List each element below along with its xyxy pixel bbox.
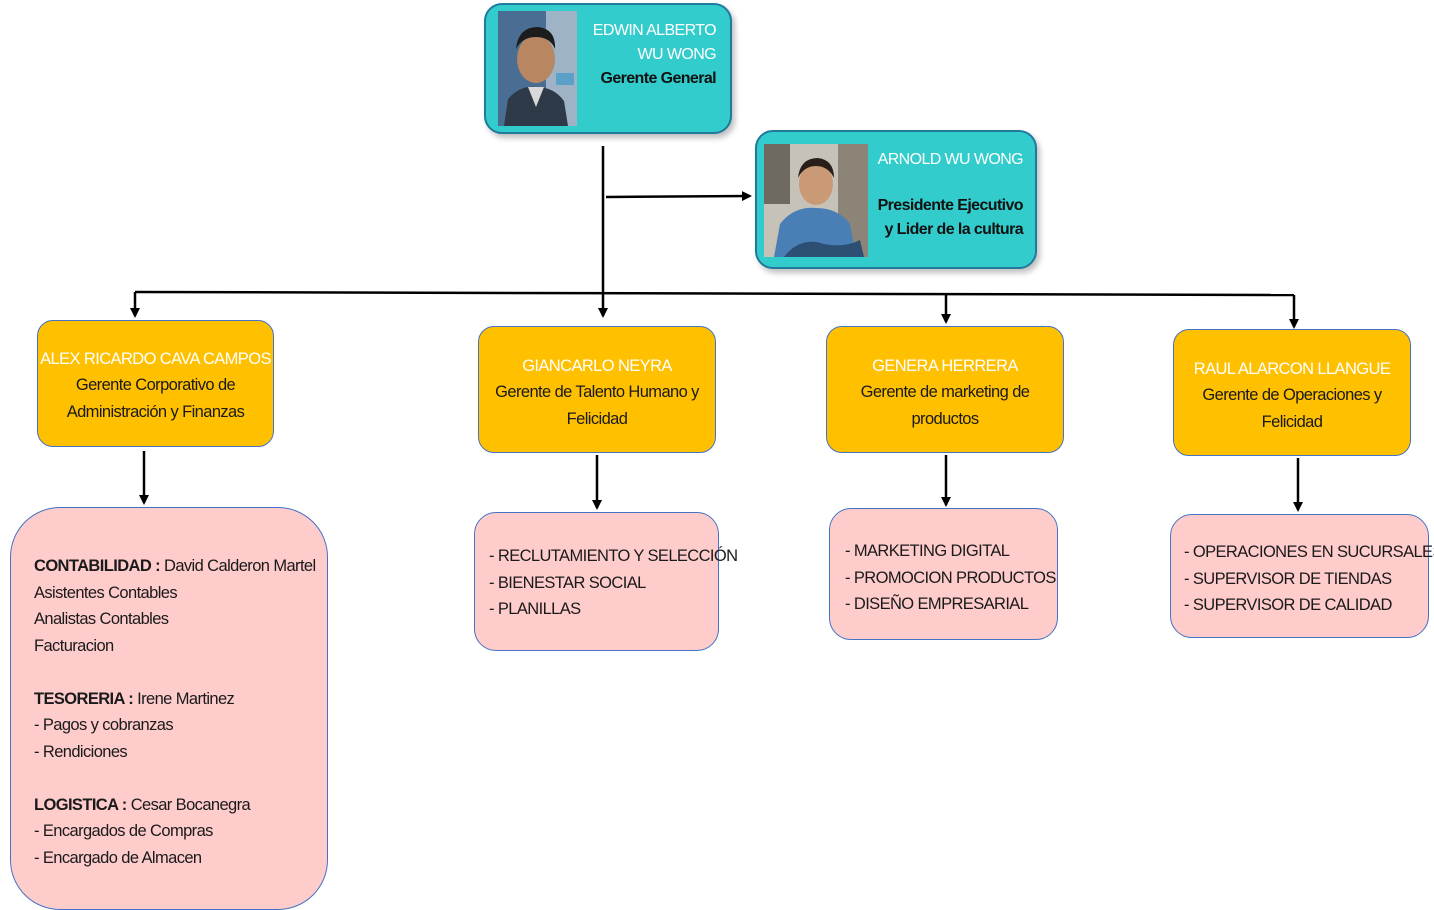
manager-name: RAUL ALARCON LLANGUE xyxy=(1193,360,1391,378)
finance-areas-box: CONTABILIDAD : David Calderon Martel Asi… xyxy=(10,507,328,910)
logistica-item: - Encargados de Compras xyxy=(34,822,213,840)
manager-role-line1: Gerente Corporativo de xyxy=(75,376,236,395)
contabilidad-item: Asistentes Contables xyxy=(34,583,178,602)
manager-name: ALEX RICARDO CAVA CAMPOS xyxy=(40,350,271,368)
tesoreria-item: - Pagos y cobranzas xyxy=(34,716,174,734)
manager-role-line1: Gerente de Talento Humano y xyxy=(495,383,699,402)
spacer xyxy=(34,765,327,792)
manager-name: GIANCARLO NEYRA xyxy=(522,357,672,375)
general-manager-title: Gerente General xyxy=(600,70,716,87)
talent-area-item: - RECLUTAMIENTO Y SELECCIÓN xyxy=(489,547,738,565)
logistica-head: Cesar Bocanegra xyxy=(130,795,251,814)
general-manager-name-line1: EDWIN ALBERTO xyxy=(592,22,717,39)
tesoreria-item: - Rendiciones xyxy=(34,742,128,761)
operations-area-item: - SUPERVISOR DE CALIDAD xyxy=(1184,596,1392,614)
general-manager-text: EDWIN ALBERTO WU WONG Gerente General xyxy=(592,19,717,91)
spacer xyxy=(34,659,327,686)
operations-area-item: - SUPERVISOR DE TIENDAS xyxy=(1184,569,1392,588)
president-title-line2: y Lider de la cultura xyxy=(884,221,1023,238)
talent-areas-box: - RECLUTAMIENTO Y SELECCIÓN - BIENESTAR … xyxy=(474,512,738,651)
manager-role-line2: Felicidad xyxy=(1261,412,1323,431)
manager-name: GENERA HERRERA xyxy=(872,357,1018,375)
person-photo-icon xyxy=(764,144,868,257)
president-title-line1: Presidente Ejecutivo xyxy=(877,197,1024,214)
general-manager-name-line2: WU WONG xyxy=(637,46,717,63)
logistica-heading: LOGISTICA : Cesar Bocanegra xyxy=(34,792,327,819)
president-name: ARNOLD WU WONG xyxy=(877,151,1024,168)
manager-card-marketing: GENERA HERRERA Gerente de marketing de p… xyxy=(826,326,1064,453)
contabilidad-head: David Calderon Martel xyxy=(164,557,316,575)
tesoreria-heading: TESORERIA : Irene Martinez xyxy=(34,686,327,713)
general-manager-card: EDWIN ALBERTO WU WONG Gerente General xyxy=(484,3,732,134)
person-photo-icon xyxy=(498,11,577,126)
contabilidad-item: Facturacion xyxy=(34,636,114,655)
marketing-area-item: - DISEÑO EMPRESARIAL xyxy=(845,595,1029,613)
tesoreria-label: TESORERIA : xyxy=(34,689,134,708)
talent-area-item: - PLANILLAS xyxy=(489,600,581,618)
manager-role-line2: Felicidad xyxy=(566,409,628,428)
operations-area-item: - OPERACIONES EN SUCURSALES - xyxy=(1184,543,1434,561)
president-text: ARNOLD WU WONG Presidente Ejecutivo y Li… xyxy=(877,148,1024,242)
talent-area-item: - BIENESTAR SOCIAL xyxy=(489,573,646,592)
manager-role-line2: Administración y Finanzas xyxy=(66,402,245,421)
operations-areas-box: - OPERACIONES EN SUCURSALES - - SUPERVIS… xyxy=(1170,514,1434,638)
manager-role-line1: Gerente de Operaciones y xyxy=(1202,386,1382,405)
contabilidad-heading: CONTABILIDAD : David Calderon Martel xyxy=(34,553,327,580)
logistica-item: - Encargado de Almacen xyxy=(34,848,202,867)
manager-card-talent: GIANCARLO NEYRA Gerente de Talento Human… xyxy=(478,326,716,453)
branch-line xyxy=(134,290,1295,297)
contabilidad-label: CONTABILIDAD : xyxy=(34,557,161,575)
marketing-area-item: - MARKETING DIGITAL xyxy=(845,542,1010,560)
manager-card-finance: ALEX RICARDO CAVA CAMPOS Gerente Corpora… xyxy=(37,320,274,447)
marketing-areas-box: - MARKETING DIGITAL - PROMOCION PRODUCTO… xyxy=(829,508,1058,640)
manager-role-line2: productos xyxy=(911,409,979,428)
logistica-label: LOGISTICA : xyxy=(34,795,127,814)
marketing-area-item: - PROMOCION PRODUCTOS xyxy=(845,568,1056,587)
president-card: ARNOLD WU WONG Presidente Ejecutivo y Li… xyxy=(755,130,1037,269)
president-arrow xyxy=(605,191,752,202)
manager-role-line1: Gerente de marketing de xyxy=(860,383,1030,402)
tesoreria-head: Irene Martinez xyxy=(137,689,235,708)
manager-card-operations: RAUL ALARCON LLANGUE Gerente de Operacio… xyxy=(1173,329,1411,456)
contabilidad-item: Analistas Contables xyxy=(34,610,169,628)
